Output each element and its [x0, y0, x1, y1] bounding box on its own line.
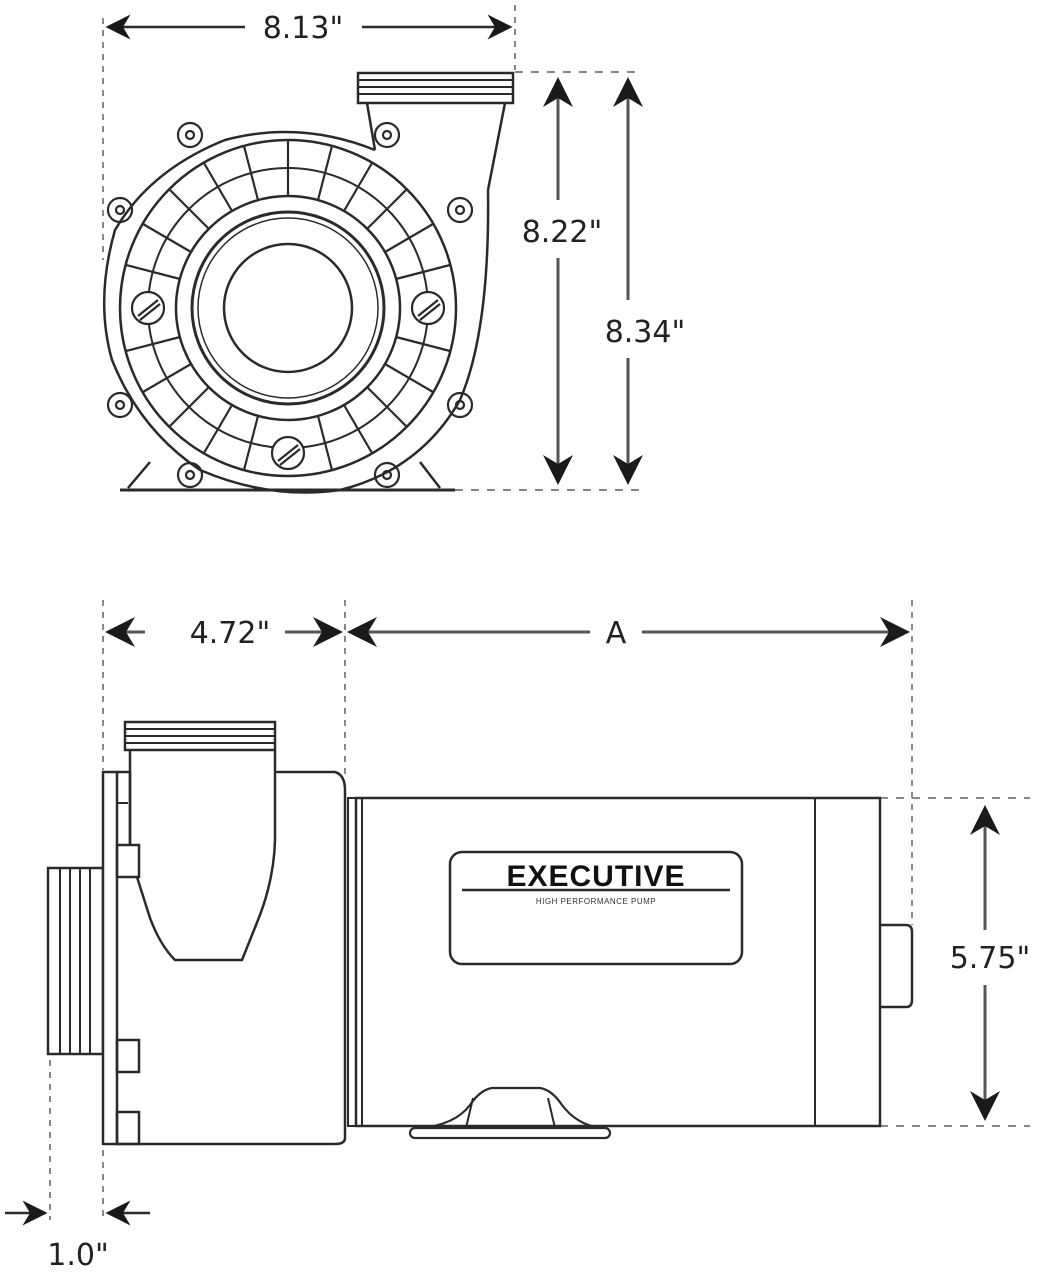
dim-motor-length-label: A: [606, 616, 627, 651]
dim-height-inner-label: 8.22": [522, 215, 603, 250]
dim-suction-offset-label: 1.0": [47, 1238, 109, 1273]
dim-height-outer-label: 8.34": [605, 315, 686, 350]
ribs: [125, 140, 451, 471]
side-view: [5, 600, 1030, 1226]
dim-width-label: 8.13": [263, 11, 344, 46]
dim-motor-height-label: 5.75": [950, 941, 1031, 976]
label-brand: EXECUTIVE: [506, 860, 685, 893]
front-view: [102, 5, 643, 494]
dim-wet-end-label: 4.72": [190, 616, 271, 651]
label-subtitle: HIGH PERFORMANCE PUMP: [536, 897, 656, 906]
